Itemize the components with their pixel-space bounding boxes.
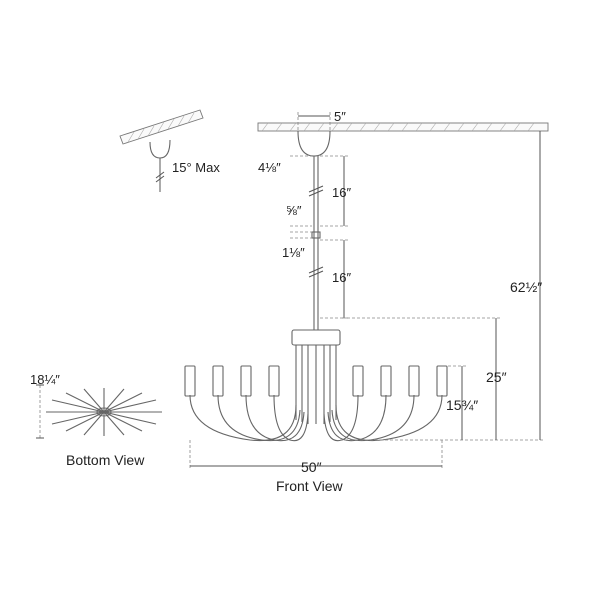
canopy-and-rod — [297, 130, 331, 330]
front-view-label: Front View — [276, 478, 344, 494]
sloped-ceiling — [119, 109, 204, 145]
slope-max-label: 15° Max — [172, 160, 220, 175]
arm-height-label: 15¾″ — [446, 397, 478, 413]
chandelier-front-view — [184, 329, 448, 442]
bottom-view-label: Bottom View — [66, 452, 145, 468]
body-cap — [291, 329, 341, 346]
rod-break-upper — [308, 185, 324, 193]
ceiling-bar — [257, 122, 549, 132]
coupler-lower-dimension: 1⅛″ — [282, 237, 312, 260]
rod-lower-dimension: 16″ — [320, 239, 351, 319]
rod-break-lower — [308, 266, 324, 274]
rod-upper-label: 16″ — [332, 185, 351, 200]
coupler-lower-label: 1⅛″ — [282, 245, 305, 260]
ceiling-hatch — [261, 122, 535, 132]
canopy — [297, 130, 331, 157]
sloped-ceiling-detail: 15° Max — [119, 109, 220, 192]
canopy-height-dimension: 4⅛″ — [258, 155, 312, 175]
canopy-width-label: 5″ — [334, 109, 346, 124]
overall-height-dimension: 62½″ — [340, 130, 545, 441]
fixture-width-dimension: 50″ — [189, 440, 443, 475]
bottom-spokes — [46, 388, 162, 436]
rod-lower-label: 16″ — [332, 270, 351, 285]
canopy-height-label: 4⅛″ — [258, 160, 281, 175]
bottom-hub — [96, 407, 112, 417]
arm-height-dimension: 15¾″ — [446, 365, 478, 440]
coupler-upper-label: ⅝″ — [286, 203, 302, 218]
ceiling-plate — [257, 122, 549, 132]
coupler-upper-dimension: ⅝″ — [286, 203, 312, 233]
bottom-diameter-label: 18¼″ — [30, 372, 60, 387]
fixture-height-label: 25″ — [486, 369, 507, 385]
rod-upper-dimension: 16″ — [320, 155, 351, 227]
center-stems — [295, 345, 337, 424]
bottom-view: 18¼″ Bottom View — [30, 372, 162, 468]
canopy-width-dimension: 5″ — [297, 109, 346, 131]
fixture-width-label: 50″ — [301, 459, 322, 475]
sloped-canopy — [149, 139, 171, 159]
fixture-height-dimension: 25″ — [342, 317, 507, 440]
arms — [189, 394, 443, 442]
rod-coupler — [311, 231, 321, 239]
overall-height-label: 62½″ — [510, 279, 542, 295]
sloped-ceiling-hatch — [127, 112, 195, 143]
candle-sleeves — [184, 365, 448, 397]
